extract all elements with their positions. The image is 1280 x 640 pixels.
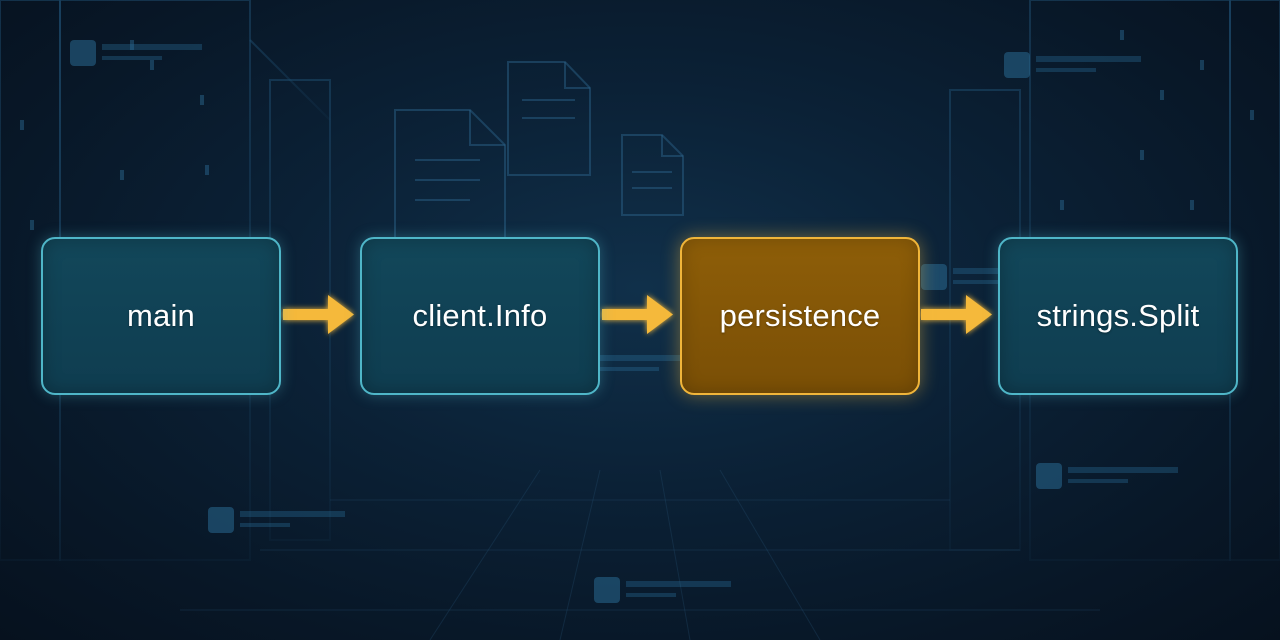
node-label-client-info: client.Info bbox=[412, 298, 548, 333]
node-main: main bbox=[41, 237, 281, 395]
node-label-main: main bbox=[127, 298, 195, 333]
node-strings-split: strings.Split bbox=[998, 237, 1238, 395]
node-label-persistence: persistence bbox=[719, 298, 881, 333]
node-persistence: persistence bbox=[680, 237, 920, 395]
document-icons bbox=[394, 61, 684, 241]
watermark-lines bbox=[102, 44, 1178, 597]
node-client-info: client.Info bbox=[360, 237, 600, 395]
floor-grid bbox=[180, 469, 1100, 640]
node-label-strings-split: strings.Split bbox=[1036, 298, 1200, 333]
